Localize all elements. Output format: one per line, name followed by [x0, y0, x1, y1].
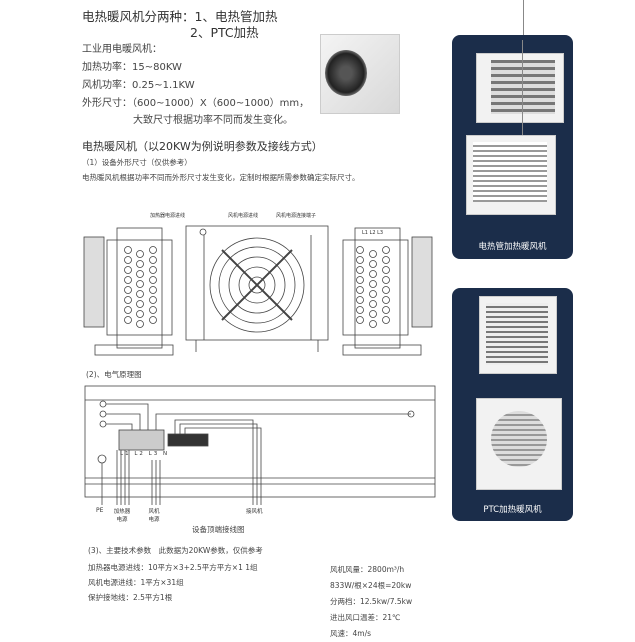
intro-fan-power: 风机功率：0.25~1.1KW	[82, 80, 195, 91]
heater-hole	[136, 290, 144, 298]
heater-hole	[149, 316, 157, 324]
heater-hole	[124, 246, 132, 254]
heater-hole	[136, 250, 144, 258]
heater-hole	[382, 246, 390, 254]
heater-hole	[356, 276, 364, 284]
heater-hole	[149, 286, 157, 294]
tube-heater-image-1	[476, 53, 564, 123]
param-right-1: 风机风量：2800m³/h	[330, 565, 405, 574]
heater-hole	[356, 316, 364, 324]
heater-hole	[356, 246, 364, 254]
section-title: 电热暖风机（以20KW为例说明参数及接线方式）	[82, 140, 323, 153]
heater-hole	[124, 276, 132, 284]
heater-hole	[149, 276, 157, 284]
heater-hole	[149, 256, 157, 264]
heater-product-image	[315, 26, 405, 124]
section-sub1: （1）设备外形尺寸（仅供参考）	[82, 158, 192, 167]
param-right-2: 833W/根×24根=20kw	[330, 581, 412, 590]
tube-heater-image-2	[466, 135, 556, 215]
terminal-l2: L2	[134, 451, 145, 457]
fan-power-label: 风机电源	[148, 509, 160, 523]
heater-hole	[149, 306, 157, 314]
to-fan-label: 接风机	[246, 509, 263, 515]
terminal-l1: L1	[120, 451, 131, 457]
heater-hole	[369, 300, 377, 308]
intro-heat-power: 加热功率：15~80KW	[82, 62, 182, 73]
heater-hole	[124, 306, 132, 314]
heater-hole	[124, 296, 132, 304]
heater-hole	[149, 266, 157, 274]
ptc-panel: PTC加热暖风机	[452, 288, 573, 521]
pe-label: PE	[96, 507, 104, 514]
heater-hole	[356, 256, 364, 264]
ptc-heater-image-2	[476, 398, 562, 490]
heater-hole	[369, 260, 377, 268]
heater-hole	[382, 256, 390, 264]
heater-hole	[136, 300, 144, 308]
param-left-1: 加热器电源进线：10平方×3+2.5平方平方×1 1组	[88, 563, 258, 572]
params-title: (3)、主要技术参数 此数据为20KW参数，仅供参考	[88, 546, 263, 555]
heater-hole	[136, 260, 144, 268]
heater-hole	[382, 296, 390, 304]
intro-size-note: 大致尺寸根据功率不同而发生变化。	[133, 115, 293, 126]
heater-hole	[136, 270, 144, 278]
heater-hole	[124, 266, 132, 274]
heater-hole	[124, 316, 132, 324]
label-heater-in: 加热器电源进线	[150, 213, 186, 219]
heater-hole	[369, 290, 377, 298]
intro-size: 外形尺寸：（600~1000）X（600~1000）mm，	[82, 98, 310, 109]
ptc-heater-image-1	[479, 296, 557, 374]
param-right-4: 进出风口温差：21℃	[330, 613, 401, 622]
heater-hole	[124, 256, 132, 264]
heater-hole	[136, 280, 144, 288]
wiring-diagram	[84, 385, 436, 505]
intro-industrial: 工业用电暖风机：	[82, 44, 162, 55]
heater-hole	[369, 270, 377, 278]
intro-title-1: 电热暖风机分两种：1、电热管加热	[82, 9, 278, 24]
heater-hole	[149, 246, 157, 254]
label-terminals-right: L1 L2 L3	[362, 230, 384, 236]
ptc-caption: PTC加热暖风机	[483, 505, 542, 515]
heater-hole	[382, 286, 390, 294]
label-fan-in: 风机电源进线	[228, 213, 259, 219]
hanging-wire	[523, 0, 524, 40]
heater-hole	[124, 286, 132, 294]
side-view-left	[83, 227, 174, 356]
heater-hole	[382, 266, 390, 274]
heater-hole	[369, 280, 377, 288]
wiring-caption: 设备顶端接线图	[192, 525, 245, 534]
param-right-3: 分两档：12.5kw/7.5kw	[330, 597, 413, 606]
heater-hole	[382, 316, 390, 324]
heater-hole	[356, 296, 364, 304]
electric-tube-caption: 电热管加热暖风机	[478, 242, 547, 252]
heater-hole	[356, 306, 364, 314]
front-view	[185, 225, 329, 352]
side-view-right	[342, 227, 433, 356]
section-sub1-note: 电热暖风机根据功率不同而外形尺寸发生变化，定制时根据所需参数确定实际尺寸。	[82, 173, 360, 182]
terminal-l3: L3	[148, 451, 160, 457]
section-sub2: (2)、电气原理图	[86, 370, 142, 379]
terminal-n: N	[162, 451, 170, 457]
param-left-2: 风机电源进线：1平方×31组	[88, 578, 184, 587]
heater-hole	[369, 320, 377, 328]
heater-hole	[136, 310, 144, 318]
terminal-labels: L1 L2 L3 N	[120, 451, 169, 457]
heater-hole	[356, 286, 364, 294]
heater-hole	[382, 306, 390, 314]
heater-hole	[149, 296, 157, 304]
intro-title-2: 2、PTC加热	[190, 25, 259, 40]
heater-hole	[136, 320, 144, 328]
heater-hole	[356, 266, 364, 274]
heater-power-label: 加热器电源	[113, 509, 131, 523]
label-fan-terminal: 风机电源连接端子	[276, 213, 317, 219]
electric-tube-panel: 电热管加热暖风机	[452, 35, 573, 259]
param-left-3: 保护接地线：2.5平方1根	[88, 593, 173, 602]
heater-hole	[369, 310, 377, 318]
param-right-5: 风速：4m/s	[330, 629, 372, 638]
heater-hole	[369, 250, 377, 258]
heater-hole	[382, 276, 390, 284]
